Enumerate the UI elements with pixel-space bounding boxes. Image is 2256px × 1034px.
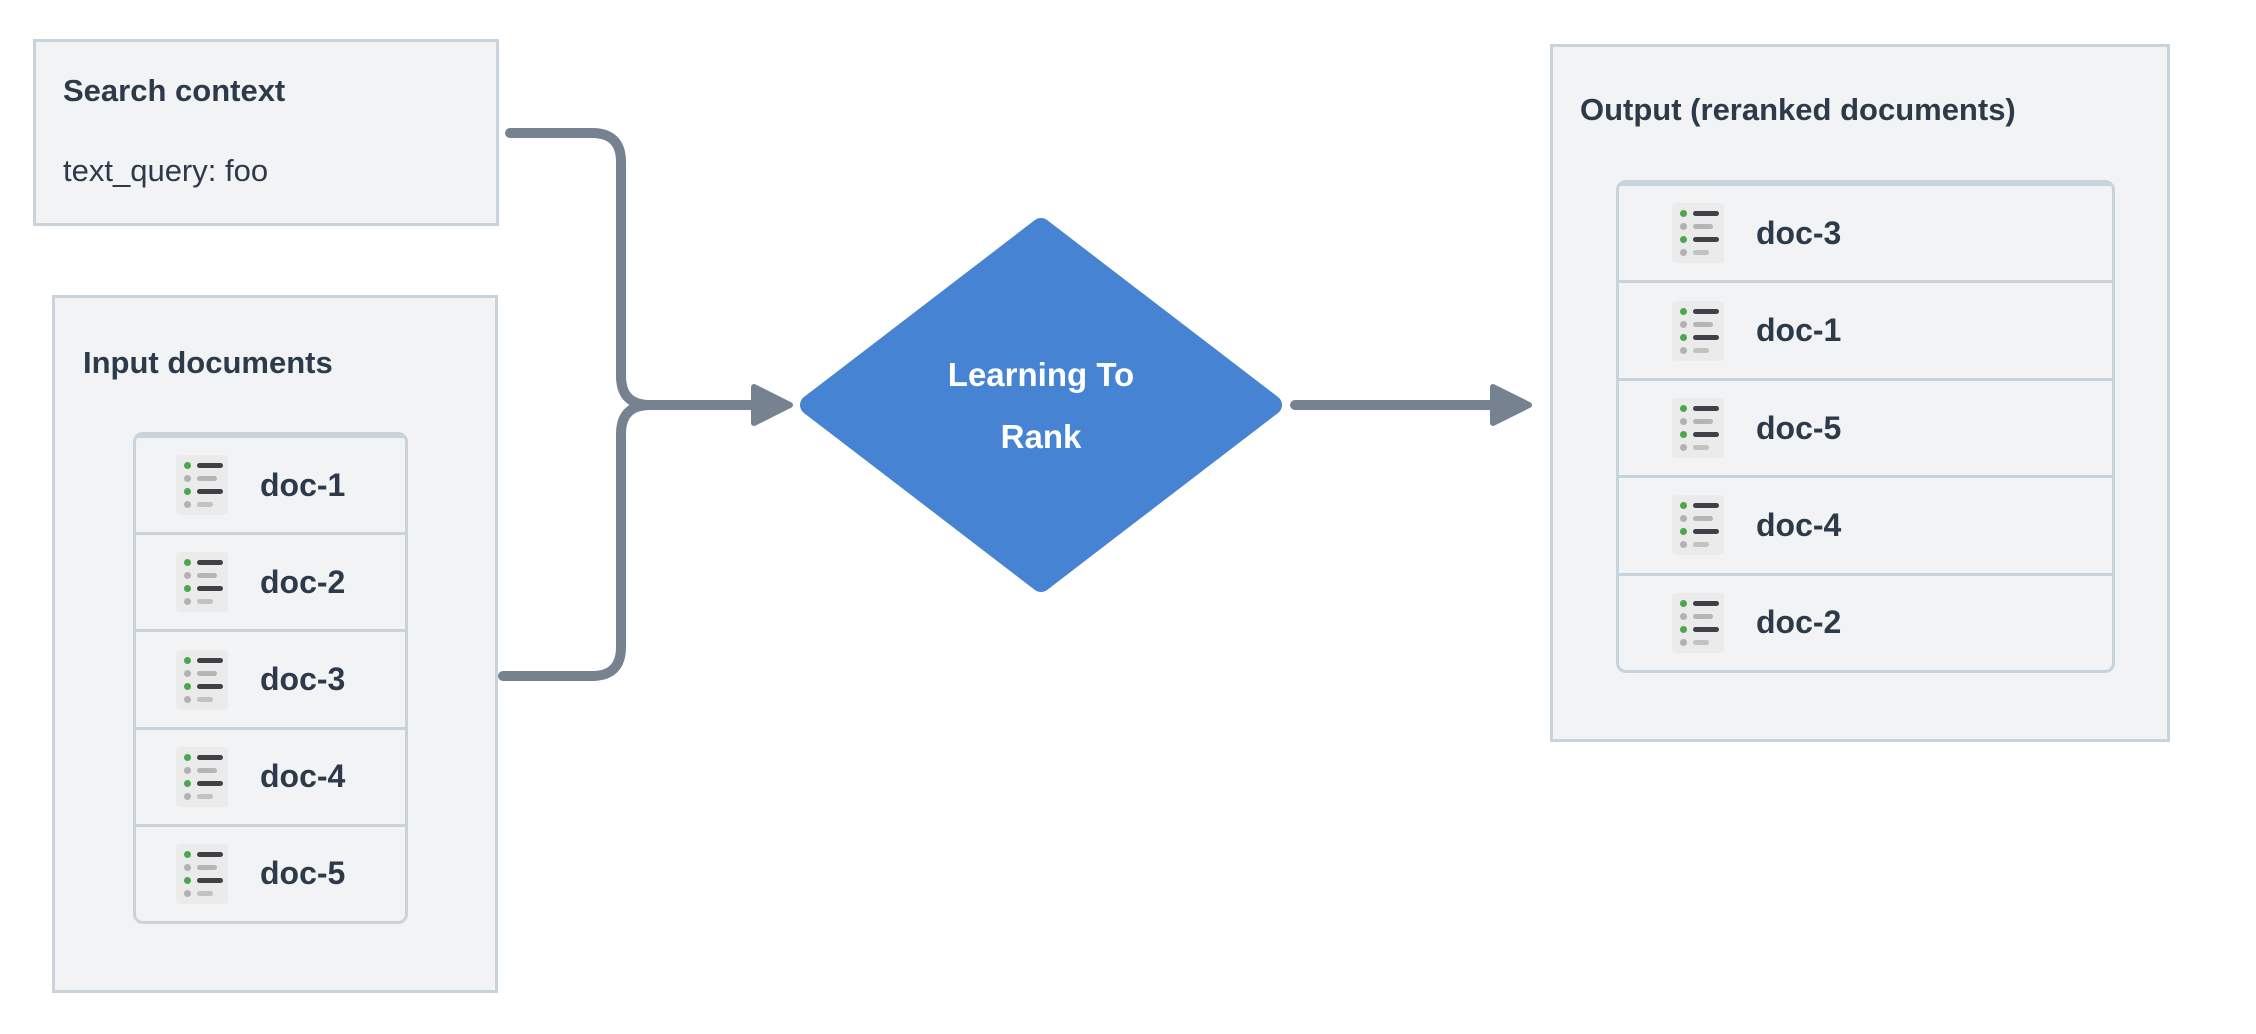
doc-label: doc-5 [1756, 409, 1842, 446]
doc-row: doc-2 [1619, 572, 2112, 670]
doc-list-icon [1672, 398, 1724, 459]
doc-list-icon [1672, 495, 1724, 556]
output-documents-list: doc-3 doc-1 [1616, 180, 2115, 673]
doc-row: doc-5 [136, 823, 405, 921]
doc-row: doc-2 [136, 532, 405, 629]
doc-list-icon [176, 746, 228, 807]
doc-row: doc-4 [136, 726, 405, 824]
input-documents-list: doc-1 doc-2 [133, 432, 408, 924]
output-reranked-title: Output (reranked documents) [1580, 92, 2016, 127]
doc-label: doc-4 [260, 758, 346, 795]
doc-label: doc-2 [260, 563, 346, 600]
learning-to-rank-label: Learning To Rank [861, 344, 1221, 468]
doc-label: doc-5 [260, 855, 346, 892]
search-context-query: text_query: foo [63, 153, 269, 188]
doc-row: doc-3 [1619, 183, 2112, 280]
doc-list-icon [1672, 203, 1724, 264]
input-documents-connector [498, 400, 655, 681]
learning-to-rank-label-line2: Rank [1000, 418, 1082, 455]
learning-to-rank-label-line1: Learning To [947, 356, 1135, 393]
doc-label: doc-1 [1756, 312, 1842, 349]
arrowhead-into-node-icon [751, 384, 793, 426]
input-documents-title: Input documents [83, 345, 333, 380]
doc-list-icon [1672, 592, 1724, 653]
doc-row: doc-1 [136, 435, 405, 532]
doc-list-icon [176, 649, 228, 710]
doc-label: doc-1 [260, 466, 346, 503]
search-context-title: Search context [63, 73, 286, 108]
doc-list-icon [176, 552, 228, 613]
input-documents-box: Input documents doc-1 [52, 295, 498, 993]
doc-row: doc-5 [1619, 377, 2112, 475]
doc-label: doc-4 [1756, 506, 1842, 543]
doc-row: doc-4 [1619, 475, 2112, 572]
search-context-box: Search context text_query: foo [33, 39, 499, 226]
search-context-connector [505, 128, 759, 410]
doc-label: doc-3 [1756, 214, 1842, 251]
arrowhead-into-output-icon [1490, 384, 1532, 426]
doc-label: doc-3 [260, 661, 346, 697]
doc-list-icon [176, 455, 228, 516]
doc-list-icon [176, 843, 228, 904]
doc-list-icon [1672, 300, 1724, 361]
doc-row: doc-3 [136, 629, 405, 726]
output-reranked-box: Output (reranked documents) doc-3 [1550, 44, 2170, 742]
doc-label: doc-2 [1756, 604, 1842, 641]
doc-row: doc-1 [1619, 280, 2112, 377]
